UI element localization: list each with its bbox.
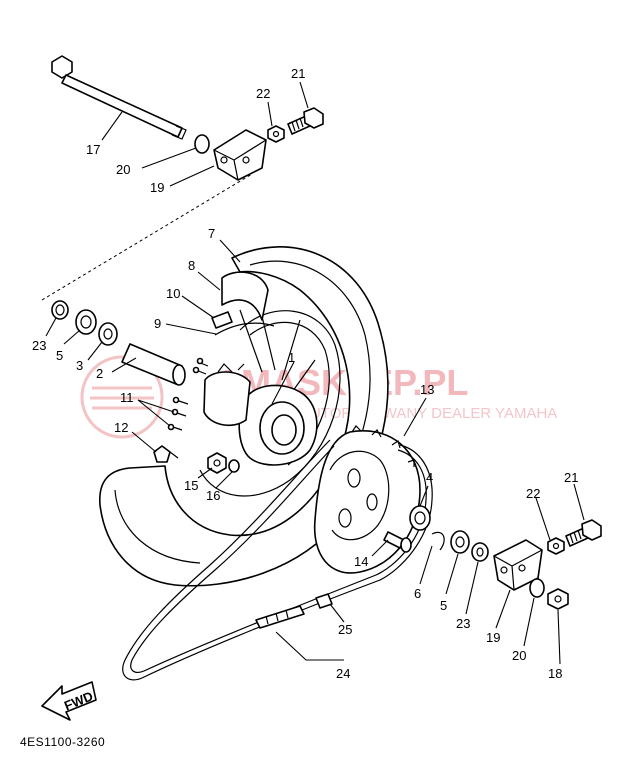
collar-left <box>51 300 69 320</box>
label-18: 18 <box>548 666 562 681</box>
oil-seal-left <box>75 309 97 335</box>
rim-band <box>221 271 269 321</box>
washer-top <box>194 134 210 154</box>
chain-adjuster-top <box>213 129 267 181</box>
label-19-top: 19 <box>150 180 164 195</box>
oil-seal-right <box>450 530 470 554</box>
hub-bolts <box>167 357 209 431</box>
label-22-right: 22 <box>526 486 540 501</box>
axle <box>51 55 187 140</box>
label-20-top: 20 <box>116 162 130 177</box>
nut-top <box>267 125 285 143</box>
bolt-top <box>287 107 324 135</box>
washer-right <box>529 578 545 598</box>
label-1: 1 <box>288 350 295 365</box>
watermark-tagline: AUTORYZOWANY DEALER YAMAHA <box>300 405 557 422</box>
label-5-left: 5 <box>56 348 63 363</box>
part-labels: 17 20 19 22 21 7 8 10 9 1 23 5 3 2 11 12… <box>32 66 578 681</box>
label-5-right: 5 <box>440 598 447 613</box>
label-11: 11 <box>120 390 134 405</box>
watermark-logo <box>80 355 164 439</box>
label-20-right: 20 <box>512 648 526 663</box>
chain-adjuster-right <box>493 539 543 591</box>
label-13: 13 <box>420 382 434 397</box>
bearing-right <box>409 505 431 531</box>
assembly-line <box>41 173 253 301</box>
label-19-right: 19 <box>486 630 500 645</box>
hub <box>203 363 318 466</box>
label-3: 3 <box>76 358 83 373</box>
hub-nut <box>207 452 227 474</box>
sprocket-bolt <box>383 531 412 553</box>
label-6: 6 <box>414 586 421 601</box>
collar <box>121 343 186 386</box>
bearing-left <box>98 322 118 346</box>
label-10: 10 <box>166 286 180 301</box>
label-7: 7 <box>208 226 215 241</box>
label-12: 12 <box>114 420 128 435</box>
label-21-top: 21 <box>291 66 305 81</box>
label-23-right: 23 <box>456 616 470 631</box>
bolt-right <box>565 519 602 547</box>
label-21-right: 21 <box>564 470 578 485</box>
axle-nut <box>547 588 569 610</box>
valve <box>211 311 233 329</box>
label-2: 2 <box>96 366 103 381</box>
tube <box>214 322 275 336</box>
label-8: 8 <box>188 258 195 273</box>
label-23-left: 23 <box>32 338 46 353</box>
label-4: 4 <box>426 470 433 485</box>
fwd-arrow-icon: FWD <box>41 681 97 721</box>
collar-right <box>471 542 489 562</box>
label-17: 17 <box>86 142 100 157</box>
label-14: 14 <box>354 554 368 569</box>
hub-washer <box>228 459 240 473</box>
valve-stem <box>153 445 179 463</box>
label-16: 16 <box>206 488 220 503</box>
circlip <box>431 531 445 551</box>
label-15: 15 <box>184 478 198 493</box>
leader-lines <box>45 81 585 665</box>
label-25: 25 <box>338 622 352 637</box>
label-22-top: 22 <box>256 86 270 101</box>
label-9: 9 <box>154 316 161 331</box>
diagram-code: 4ES1100-3260 <box>20 735 105 749</box>
nut-right <box>547 537 565 555</box>
label-24: 24 <box>336 666 350 681</box>
